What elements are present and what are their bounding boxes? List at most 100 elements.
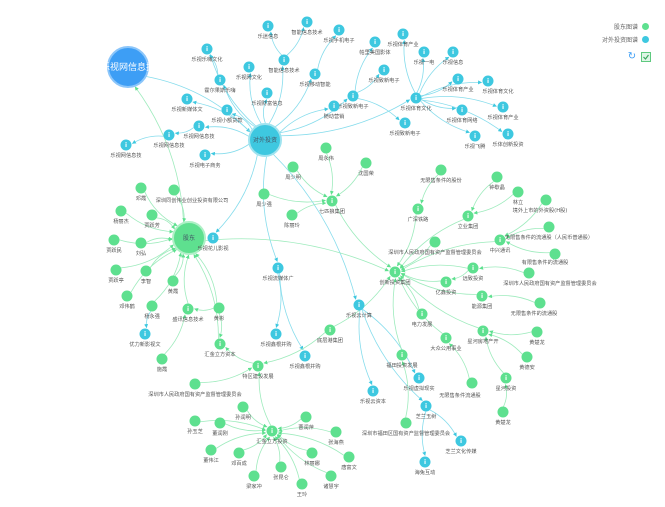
node-circle[interactable] [320,142,332,154]
graph-node[interactable]: 股东 [172,221,206,255]
node-circle[interactable] [413,372,425,384]
graph-node[interactable]: 施霞 [156,353,168,374]
node-circle[interactable] [416,308,428,320]
graph-node[interactable]: 李智 [140,265,152,286]
graph-node[interactable]: 贾跃亭 [108,264,124,285]
node-circle[interactable] [523,267,535,279]
graph-node[interactable]: 周永伟 [318,142,334,163]
node-circle[interactable] [309,68,321,80]
node-circle[interactable] [189,378,201,390]
node-circle[interactable] [108,234,120,246]
graph-node[interactable]: 深圳同创伟业创业投资有限公司 [156,184,229,205]
graph-node[interactable]: 无限售条件的流通股 [511,297,558,318]
node-circle[interactable] [258,188,270,200]
graph-node[interactable]: 黄彬 [213,302,225,323]
node-circle[interactable] [199,149,211,161]
node-circle[interactable] [534,297,546,309]
graph-node[interactable]: 无限售条件的流通股（人民币普通股） [505,221,593,242]
node-circle[interactable] [540,194,552,206]
node-circle[interactable] [181,93,193,105]
node-circle[interactable] [233,447,245,459]
node-circle[interactable] [491,171,503,183]
node-circle[interactable] [139,328,151,340]
graph-node[interactable]: 对外投资 [248,123,282,157]
graph-node[interactable]: 曹润萍 [298,411,314,432]
graph-node[interactable]: 沈国荣 [358,157,374,178]
node-circle[interactable] [243,61,255,73]
node-circle[interactable] [347,90,359,102]
graph-node[interactable]: 境外上市的外资股(H股) [513,194,568,215]
node-circle[interactable] [121,290,133,302]
node-circle[interactable] [272,262,284,274]
node-circle[interactable] [237,401,249,413]
node-circle[interactable] [201,43,213,55]
node-circle[interactable] [213,302,225,314]
graph-node[interactable]: 无限售条件的股份 [420,164,463,185]
node-circle[interactable] [163,129,175,141]
graph-node[interactable]: 孙润明 [235,401,251,422]
graph-node[interactable]: 黄楚龙 [529,326,545,347]
node-circle[interactable] [343,451,355,463]
node-circle[interactable] [494,234,506,246]
graph-node[interactable]: 黄德安 [519,351,535,372]
node-circle[interactable] [410,92,422,104]
node-circle[interactable] [360,157,372,169]
node-circle[interactable] [107,46,149,88]
node-circle[interactable] [214,74,226,86]
graph-node[interactable]: 深圳市人民政府国有资产监督管理委员会 [388,236,482,257]
node-circle[interactable] [369,36,381,48]
node-circle[interactable] [462,210,474,222]
node-circle[interactable] [396,349,408,361]
graph-node[interactable]: 林丽娜 [304,447,320,468]
node-circle[interactable] [521,351,533,363]
node-circle[interactable] [189,415,201,427]
graph-node[interactable]: 杨永强 [144,300,160,321]
graph-node[interactable]: 贾跃民 [106,234,122,255]
graph-node[interactable]: 孙玉芝 [187,415,203,436]
graph-node[interactable]: 唐富文 [341,451,358,472]
graph-node[interactable]: 周少强 [256,188,272,209]
node-circle[interactable] [296,478,308,490]
node-circle[interactable] [333,24,345,36]
graph-node[interactable]: 深圳市福田区国有资产监督管理委员会 [362,417,450,438]
node-circle[interactable] [214,417,226,429]
node-circle[interactable] [324,324,336,336]
graph-node[interactable]: 贾跃芳 [144,209,160,230]
legend-item-shareholder[interactable]: 股东图谱 [602,22,649,31]
graph-node[interactable]: 董伟江 [203,444,219,465]
node-circle[interactable] [389,266,401,278]
node-circle[interactable] [452,73,464,85]
node-circle[interactable] [512,186,524,198]
node-circle[interactable] [378,64,390,76]
node-circle[interactable] [502,128,514,140]
graph-node[interactable]: 钟歇晶 [489,171,505,192]
graph-node[interactable]: 张昆仑 [273,461,290,482]
node-circle[interactable] [252,360,264,372]
node-circle[interactable] [214,338,226,350]
node-circle[interactable] [140,265,152,277]
